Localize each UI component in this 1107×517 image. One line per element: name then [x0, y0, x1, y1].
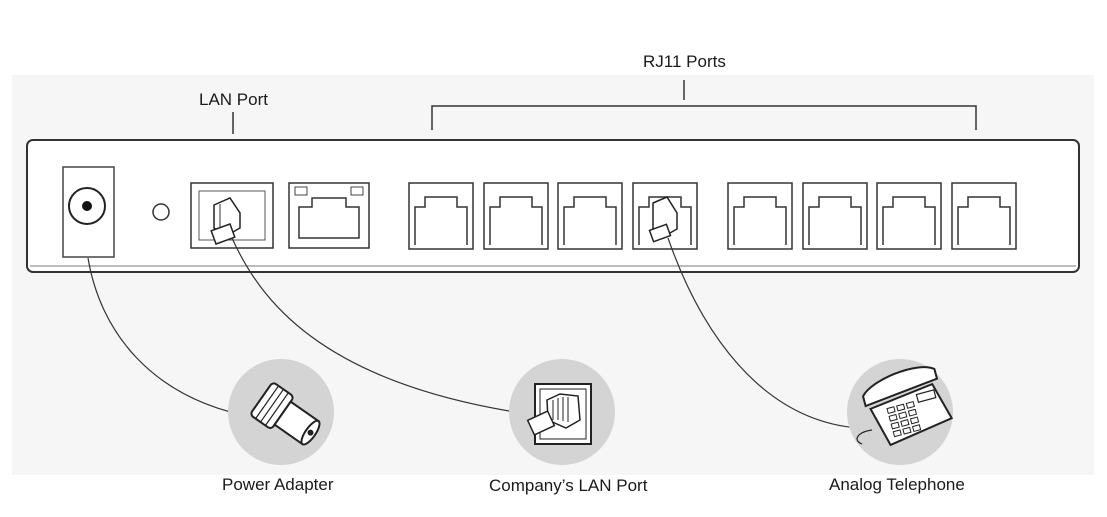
company-lan-port-icon [509, 359, 615, 465]
company-lan-port-label: Company’s LAN Port [489, 476, 648, 495]
lan-port [190, 182, 274, 249]
rj11-port [483, 182, 549, 250]
keypad-key [890, 421, 900, 430]
keypad-key [892, 429, 902, 438]
keypad-key [902, 426, 912, 435]
keypad-key [898, 411, 908, 420]
keypad-key [900, 419, 910, 427]
rj11-ports-label: RJ11 Ports [643, 52, 726, 71]
rj11-port [802, 182, 868, 250]
rj11-port [632, 182, 698, 250]
keypad-key [909, 416, 920, 425]
rj11-port [951, 182, 1017, 250]
power-adapter-icon [228, 359, 334, 465]
power-jack [62, 166, 115, 258]
rj11-port-group [408, 182, 1017, 250]
power-cable [87, 257, 259, 419]
reset-button [152, 203, 170, 221]
phone-cable [667, 237, 859, 429]
keypad-key [896, 403, 906, 412]
rj11-port [557, 182, 623, 250]
keypad-key [907, 408, 918, 417]
keypad-key [911, 424, 922, 433]
power-adapter-label: Power Adapter [222, 475, 334, 494]
keypad-key [888, 413, 898, 422]
rj11-bracket [431, 105, 977, 130]
lan-port-label: LAN Port [199, 90, 268, 109]
rj11-port [727, 182, 793, 250]
lan-cable [231, 237, 516, 413]
second-ethernet-port [288, 182, 370, 249]
analog-telephone-label: Analog Telephone [829, 475, 965, 494]
rj11-port [408, 182, 474, 250]
rj11-port [876, 182, 942, 250]
keypad-key [886, 406, 896, 415]
telephone-icon [847, 359, 954, 465]
keypad-key [905, 401, 916, 409]
